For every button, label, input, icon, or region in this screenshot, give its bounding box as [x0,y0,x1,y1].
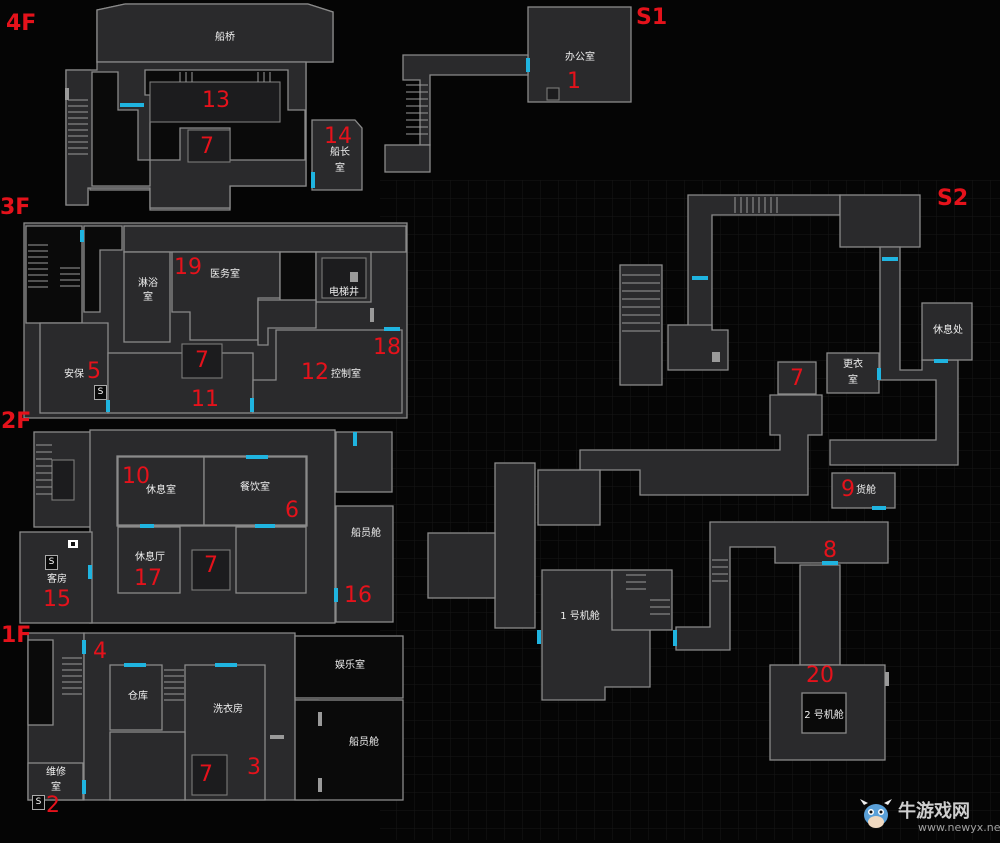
cow-logo-icon [860,799,892,828]
room-bridge[interactable]: 船桥 [215,32,235,43]
floor-4f-plan [65,3,363,211]
marker-20[interactable]: 20 [806,663,834,688]
room-guest[interactable]: 客房 [47,574,67,585]
floor-label-2f: 2F [1,409,32,434]
floor-label-s2: S2 [937,186,969,211]
save-point-icon-2f[interactable]: S [45,555,58,570]
tv-icon [68,540,78,548]
room-changing-line1[interactable]: 更衣 [843,359,863,370]
room-crew-1f[interactable]: 船员舱 [349,737,379,748]
room-security[interactable]: 安保 [64,369,84,380]
marker-19[interactable]: 19 [174,255,202,280]
floor-2f-plan [19,429,394,624]
marker-7-1f[interactable]: 7 [199,762,213,787]
room-repair-line2[interactable]: 室 [51,782,61,793]
marker-1[interactable]: 1 [567,69,581,94]
room-captain-line2[interactable]: 室 [335,163,345,174]
floor-3f-plan [23,222,408,419]
marker-8[interactable]: 8 [823,538,837,563]
room-lounge[interactable]: 休息室 [146,485,176,496]
room-captain-line1[interactable]: 船长 [330,147,350,158]
room-crew-2f[interactable]: 船员舱 [351,528,381,539]
watermark-url: www.newyx.net [918,821,1000,834]
room-office[interactable]: 办公室 [565,52,595,63]
marker-7-2f[interactable]: 7 [204,553,218,578]
marker-17[interactable]: 17 [134,566,162,591]
room-rest-hall[interactable]: 休息厅 [135,552,165,563]
marker-11[interactable]: 11 [191,387,219,412]
marker-12[interactable]: 12 [301,360,329,385]
room-cargo[interactable]: 货舱 [856,485,876,496]
room-engine-2[interactable]: 2 号机舱 [804,710,844,721]
room-changing-line2[interactable]: 室 [848,375,858,386]
marker-7-s2[interactable]: 7 [790,366,804,391]
marker-7-3f[interactable]: 7 [195,348,209,373]
floor-label-3f: 3F [0,195,31,220]
marker-4[interactable]: 4 [93,639,107,664]
room-storage[interactable]: 仓库 [128,691,148,702]
floor-label-1f: 1F [1,623,32,648]
room-elevator[interactable]: 电梯井 [329,287,359,298]
marker-9[interactable]: 9 [841,477,855,502]
marker-2[interactable]: 2 [46,793,60,818]
watermark: 牛游戏网 www.newyx.net [858,795,1000,841]
room-laundry[interactable]: 洗衣房 [213,704,243,715]
floor-label-4f: 4F [6,11,37,36]
marker-10[interactable]: 10 [122,464,150,489]
s1-plan [384,6,632,173]
room-shower-line2[interactable]: 室 [143,292,153,303]
save-point-icon-3f[interactable]: S [94,385,107,400]
room-control[interactable]: 控制室 [331,369,361,380]
room-repair-line1[interactable]: 维修 [46,767,66,778]
room-engine-1[interactable]: 1 号机舱 [560,611,600,622]
marker-5[interactable]: 5 [87,359,101,384]
save-point-icon-1f[interactable]: S [32,795,45,810]
marker-6[interactable]: 6 [285,498,299,523]
watermark-name: 牛游戏网 [898,801,970,822]
marker-18[interactable]: 18 [373,335,401,360]
marker-15[interactable]: 15 [43,587,71,612]
marker-3[interactable]: 3 [247,755,261,780]
room-medical[interactable]: 医务室 [210,269,240,280]
room-rest-area[interactable]: 休息处 [933,325,963,336]
floor-label-s1: S1 [636,5,668,30]
room-shower-line1[interactable]: 淋浴 [138,278,158,289]
marker-13[interactable]: 13 [202,88,230,113]
marker-7-4f[interactable]: 7 [200,134,214,159]
floor-1f-plan [27,632,404,801]
marker-16[interactable]: 16 [344,583,372,608]
marker-14[interactable]: 14 [324,124,352,149]
s2-plan [427,194,973,761]
room-dining[interactable]: 餐饮室 [240,482,270,493]
room-recreation[interactable]: 娱乐室 [335,660,365,671]
